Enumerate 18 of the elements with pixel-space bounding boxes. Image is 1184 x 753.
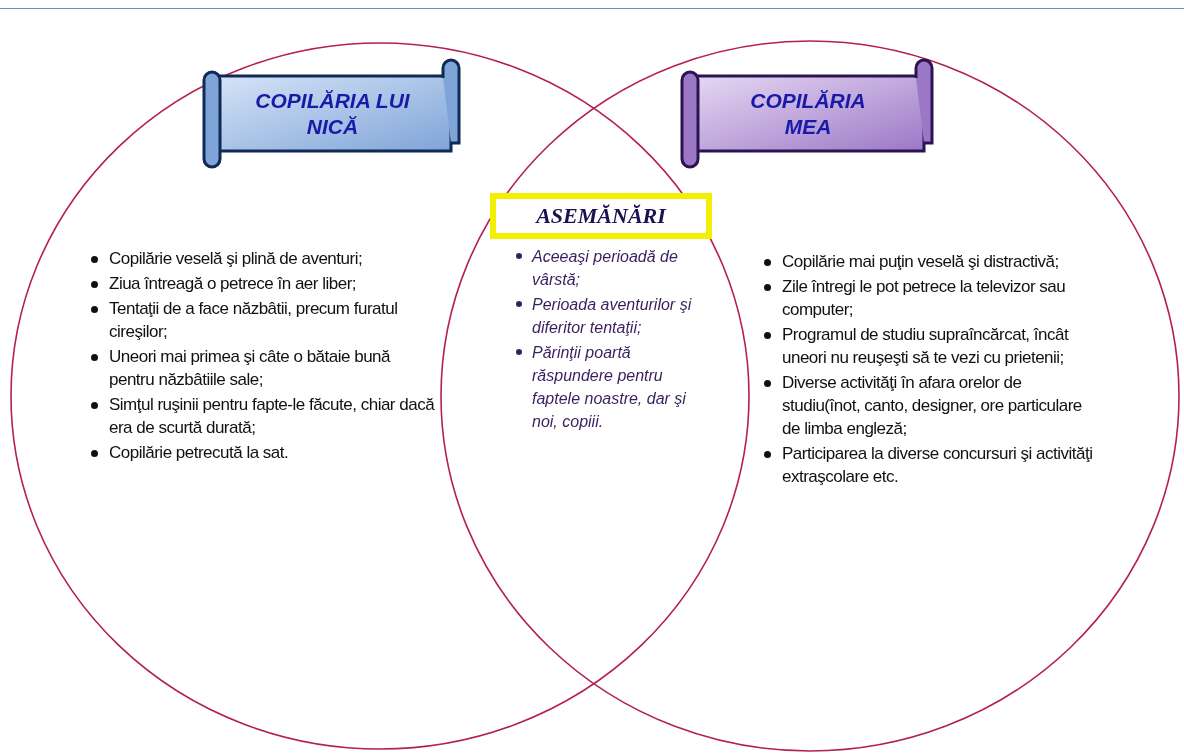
bullet-item: Aceeaşi perioadă de vârstă;	[512, 245, 702, 291]
banner-title: COPILĂRIA LUI NICĂ	[254, 88, 411, 140]
bullet-item: Ziua întreagă o petrece în aer liber;	[85, 272, 435, 295]
bullet-item: Uneori mai primea şi câte o bătaie bună pentru năzbâtiile sale;	[85, 345, 435, 391]
bullet-item: Tentaţii de a face năzbâtii, precum furatul cireşilor;	[85, 297, 435, 343]
bullet-item: Copilărie veselă şi plină de aventuri;	[85, 247, 435, 270]
bullet-item: Simţul ruşinii pentru fapte-le făcute, chiar dacă era de scurtă durată;	[85, 393, 435, 439]
bullet-item: Programul de studiu supraîncărcat, încât uneori nu reuşeşti să te vezi cu prietenii;	[758, 323, 1093, 369]
venn-circle	[440, 40, 1180, 752]
bullet-item: Copilărie petrecută la sat.	[85, 441, 435, 464]
bullet-item: Zile întregi le pot petrece la televizor sau computer;	[758, 275, 1093, 321]
bullet-item: Diverse activităţi în afara orelor de studiu(înot, canto, designer, ore particulare de limba engleză;	[758, 371, 1093, 440]
bullet-item: Copilărie mai puţin veselă şi distractivă;	[758, 250, 1093, 273]
bullet-item: Perioada aventurilor şi diferitor tentaţii;	[512, 293, 702, 339]
section-heading: ASEMĂNĂRI	[490, 193, 712, 239]
bullet-item: Părinţii poartă răspundere pentru faptele noastre, dar şi noi, copiii.	[512, 341, 702, 433]
banner-title: COPILĂRIA MEA	[749, 88, 867, 140]
bullet-item: Participarea la diverse concursuri şi activităţi extraşcolare etc.	[758, 442, 1093, 488]
